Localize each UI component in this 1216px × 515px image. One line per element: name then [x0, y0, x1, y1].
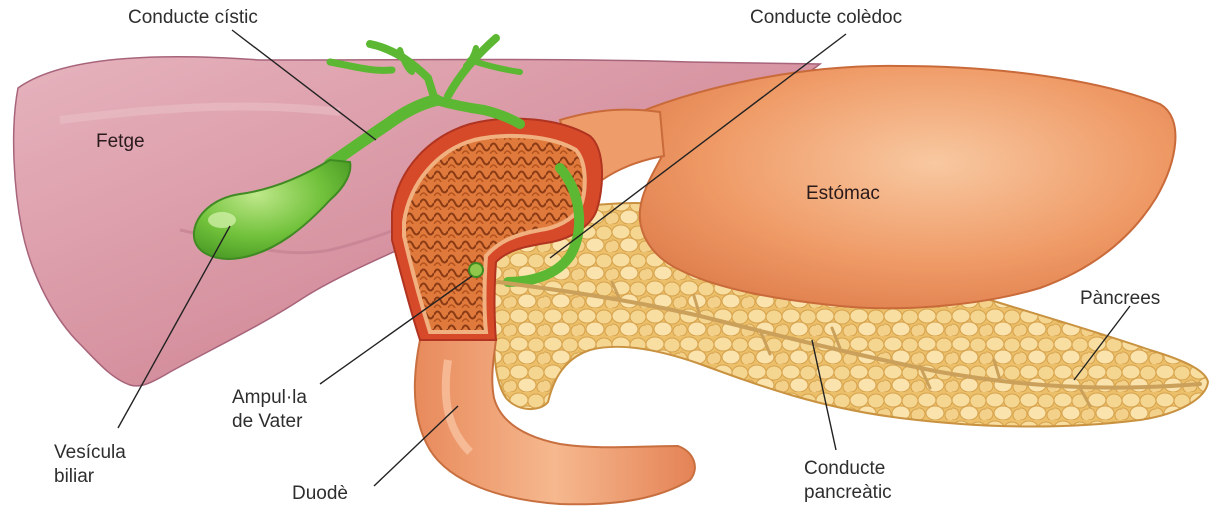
label-liver: Fetge [96, 130, 145, 154]
label-stomach: Estómac [806, 182, 880, 206]
ampulla-marker [469, 263, 483, 277]
label-duodenum: Duodè [292, 482, 348, 506]
label-pancreatic-duct-line1: Conducte [804, 457, 892, 481]
label-ampulla-line1: Ampul·la [232, 386, 307, 410]
label-common-bile-duct: Conducte colèdoc [750, 6, 902, 30]
label-ampulla: Ampul·la de Vater [232, 386, 307, 434]
label-cystic-duct: Conducte cístic [128, 6, 258, 30]
label-gallbladder: Vesícula biliar [54, 441, 126, 489]
label-gallbladder-line2: biliar [54, 465, 126, 489]
label-pancreatic-duct: Conducte pancreàtic [804, 457, 892, 505]
label-gallbladder-line1: Vesícula [54, 441, 126, 465]
label-ampulla-line2: de Vater [232, 410, 307, 434]
label-pancreas: Pàncrees [1080, 287, 1160, 311]
label-pancreatic-duct-line2: pancreàtic [804, 481, 892, 505]
